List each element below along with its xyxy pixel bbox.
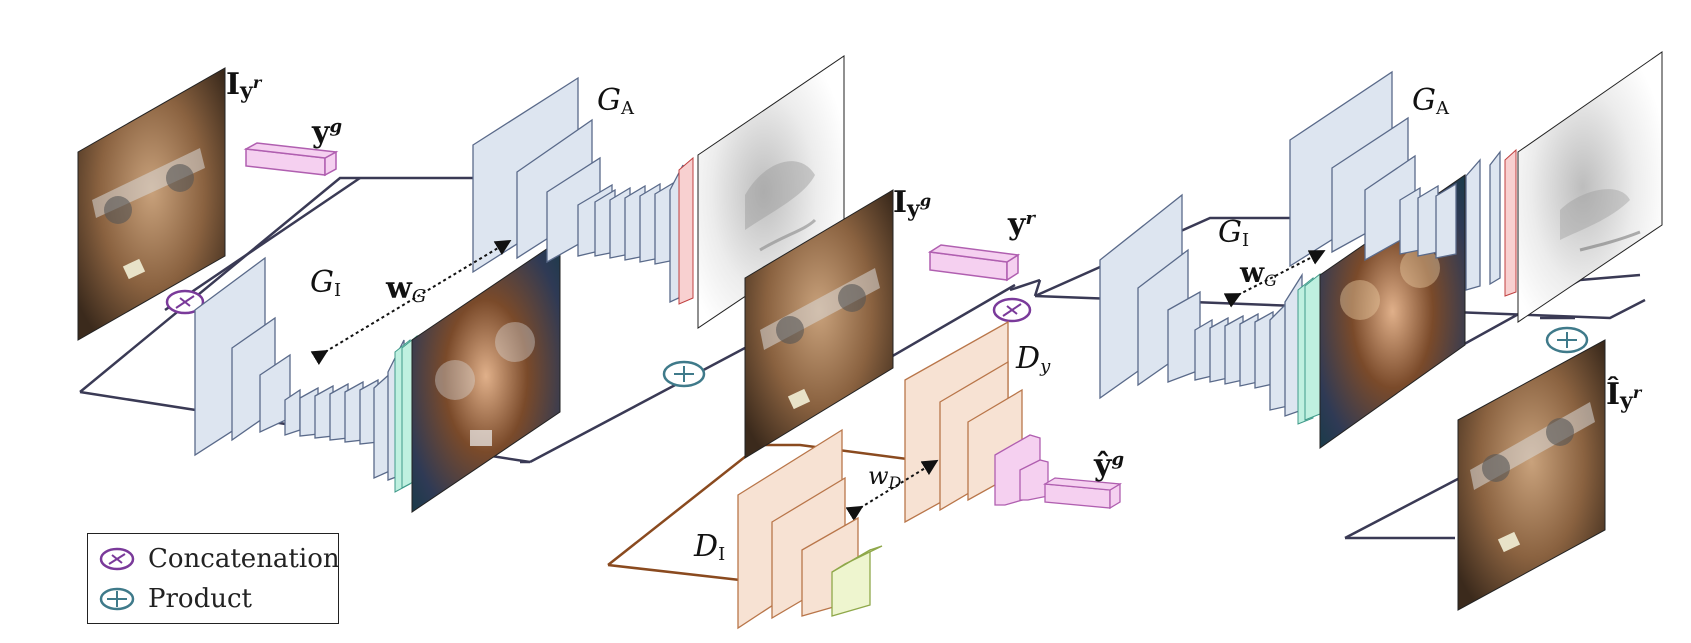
legend-box: Concatenation Product xyxy=(87,533,340,624)
product-symbol-right xyxy=(1545,326,1589,354)
target-condition-label: yg xyxy=(311,115,342,150)
product-symbol-left xyxy=(662,360,706,388)
discriminator-y-out xyxy=(994,434,1123,510)
pred-condition-label: ŷg xyxy=(1093,448,1124,483)
generator-identity-right-out xyxy=(1297,272,1321,425)
generator-attention-left xyxy=(472,76,684,304)
generator-attention-left-out xyxy=(678,156,694,305)
condition-plane-target xyxy=(164,176,361,312)
disc-y-label: Dy xyxy=(1015,341,1051,377)
legend-row-concatenation: Concatenation xyxy=(98,543,340,575)
generated-image-face xyxy=(744,189,894,459)
disc-identity-label: DI xyxy=(693,529,725,565)
discriminator-identity xyxy=(737,428,859,630)
weights-d-label: wD xyxy=(868,462,902,492)
concatenation-icon xyxy=(99,547,135,571)
generated-image-label: Iyg xyxy=(893,185,931,222)
input-image-face xyxy=(77,67,226,341)
source-condition-vector xyxy=(927,244,1021,282)
attention-mask-right xyxy=(1517,51,1663,323)
gen-attention-right-label: GA xyxy=(1412,83,1450,119)
source-condition-label: yr xyxy=(1007,207,1036,242)
legend-concatenation-label: Concatenation xyxy=(148,544,340,574)
generator-attention-right xyxy=(1289,70,1501,291)
reconstructed-image-face xyxy=(1457,339,1606,611)
weights-generator-link-right xyxy=(1223,250,1326,308)
discriminator-identity-out xyxy=(831,545,883,617)
weights-discriminator-link xyxy=(845,459,939,522)
legend-row-product: Product xyxy=(98,583,252,615)
target-condition-vector xyxy=(243,142,339,177)
reconstruction-plane xyxy=(1344,468,1476,540)
input-image-label: Iyr xyxy=(226,67,263,104)
gen-identity-right-label: GI xyxy=(1218,215,1249,251)
weights-g-right-label: wG xyxy=(1239,256,1277,290)
generator-attention-right-out xyxy=(1504,148,1517,297)
generator-identity-left xyxy=(194,256,405,481)
legend-product-label: Product xyxy=(148,584,252,614)
color-mask-face-left xyxy=(411,239,561,513)
gen-identity-left-label: GI xyxy=(310,265,341,301)
concatenation-symbol-left xyxy=(165,289,205,315)
product-icon xyxy=(99,587,135,611)
concatenation-symbol-right xyxy=(992,297,1032,323)
discriminator-plane xyxy=(607,443,931,582)
gen-attention-left-label: GA xyxy=(597,83,635,119)
reconstructed-image-label: Îyr xyxy=(1606,376,1643,414)
weights-g-left-label: wG xyxy=(385,271,426,307)
generator-identity-right xyxy=(1099,193,1303,417)
